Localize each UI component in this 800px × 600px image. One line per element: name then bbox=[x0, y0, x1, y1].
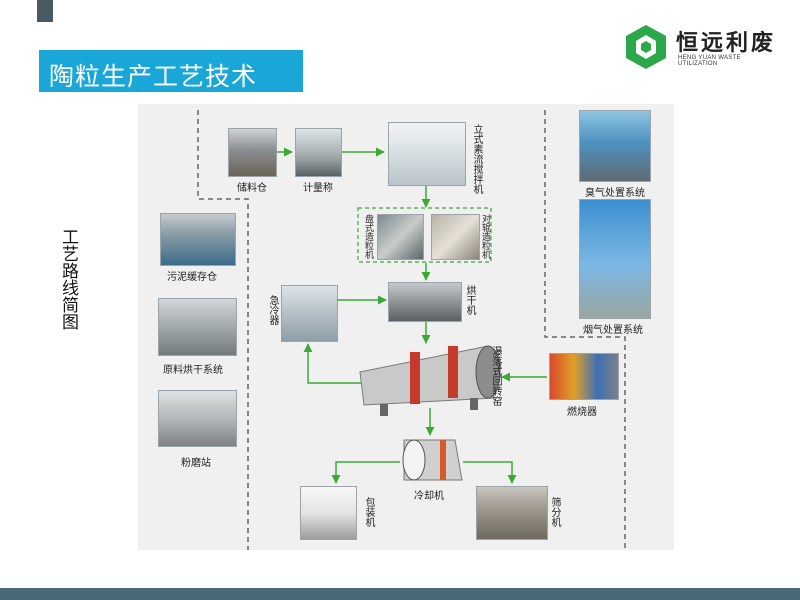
logo-name: 恒远利废 bbox=[676, 31, 777, 56]
odor-system-photo bbox=[579, 110, 651, 182]
mixer-photo bbox=[388, 122, 466, 186]
label-screener: 筛分机 bbox=[549, 497, 560, 527]
label-roller-granulator: 对辊造粒机 bbox=[480, 214, 490, 259]
granulator-group-box bbox=[357, 207, 492, 263]
label-rotary-kiln: 瀑落式回转窑 bbox=[490, 346, 501, 406]
flue-gas-system-photo bbox=[579, 199, 651, 319]
logo-subtitle: HENG YUAN WASTE UTILIZATION bbox=[678, 55, 741, 67]
grinding-station-photo bbox=[158, 390, 237, 447]
hengyuan-logo-icon bbox=[626, 25, 666, 69]
weigher-photo bbox=[295, 128, 342, 177]
arrow-cooler-to-screener bbox=[463, 461, 517, 484]
roller-granulator-photo bbox=[431, 214, 480, 260]
disc-granulator-photo bbox=[377, 214, 424, 260]
storage-bin-photo bbox=[228, 128, 277, 177]
process-route-title: 工艺路线简图 bbox=[58, 228, 78, 330]
burner-photo bbox=[549, 353, 619, 400]
company-logo: 恒远利废 HENG YUAN WASTE UTILIZATION bbox=[622, 23, 782, 71]
arrow-kiln-to-quench bbox=[303, 343, 362, 384]
label-disc-granulator: 盘式造粒机 bbox=[363, 214, 373, 259]
label-odor-system: 臭气处置系统 bbox=[585, 188, 645, 199]
label-dryer: 烘干机 bbox=[464, 285, 475, 315]
page-title: 陶粒生产工艺技术 bbox=[49, 62, 258, 91]
corner-decoration bbox=[37, 0, 53, 22]
label-raw-dryer: 原料烘干系统 bbox=[163, 365, 223, 376]
label-flue-gas-system: 烟气处置系统 bbox=[583, 325, 643, 336]
cooler-drawing bbox=[402, 439, 463, 481]
label-packer: 包装机 bbox=[363, 497, 374, 527]
rotary-kiln-drawing bbox=[359, 345, 501, 416]
sludge-bin-photo bbox=[160, 213, 236, 266]
label-quench-cooler: 急冷器 bbox=[267, 295, 278, 325]
label-sludge-bin: 污泥缓存仓 bbox=[167, 272, 217, 283]
label-grinding-station: 粉磨站 bbox=[181, 458, 211, 469]
label-mixer: 立式素流搅拌机 bbox=[471, 124, 482, 194]
screener-photo bbox=[476, 486, 548, 540]
title-banner: 陶粒生产工艺技术 bbox=[39, 50, 303, 92]
dashed-boundary-feed bbox=[197, 110, 249, 550]
dryer-photo bbox=[388, 282, 462, 322]
label-burner: 燃烧器 bbox=[567, 407, 597, 418]
packer-photo bbox=[300, 486, 357, 540]
footer-bar bbox=[0, 588, 800, 600]
quench-cooler-photo bbox=[281, 285, 338, 342]
raw-dryer-photo bbox=[158, 298, 237, 356]
arrow-cooler-to-packer bbox=[331, 461, 400, 484]
label-weigher: 计量称 bbox=[303, 183, 333, 194]
label-storage-bin: 储料仓 bbox=[237, 183, 267, 194]
label-cooler: 冷却机 bbox=[414, 491, 444, 502]
